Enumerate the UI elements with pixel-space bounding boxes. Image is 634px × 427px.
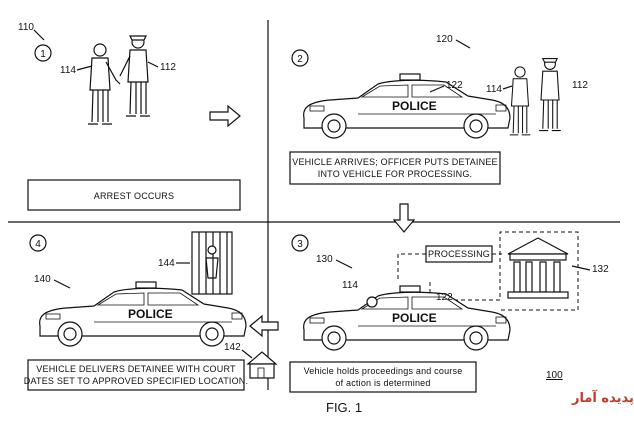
panel-4-step: 4 bbox=[35, 239, 41, 250]
watermark-logo: پدیده آمار bbox=[571, 389, 634, 406]
police-car-2: POLICE bbox=[303, 73, 511, 139]
panel-3-step-circle bbox=[291, 234, 309, 252]
police-car-4: POLICE bbox=[39, 281, 247, 347]
officer-figure bbox=[119, 35, 151, 117]
panel-1-step: 1 bbox=[40, 49, 46, 60]
svg-text:POLICE: POLICE bbox=[128, 307, 173, 321]
processing-link bbox=[397, 253, 426, 282]
jail-icon bbox=[191, 231, 233, 295]
vehicle-ref-2: 122 bbox=[446, 80, 463, 91]
system-ref: 100 bbox=[546, 370, 563, 381]
detainee-ref-3: 114 bbox=[342, 280, 358, 291]
panel-4-ref: 140 bbox=[34, 274, 51, 285]
panel-1: 110 1 114 112 ARREST OCCURS bbox=[18, 22, 241, 211]
panel-1-caption-box bbox=[27, 179, 241, 211]
panel-3-step: 3 bbox=[297, 239, 303, 250]
panel-4: 4 140 144 POLICE 142 VEHICLE DELIVERS DE… bbox=[24, 231, 278, 391]
panel-4-caption-line2: DATES SET TO APPROVED SPECIFIED LOCATION… bbox=[24, 376, 248, 386]
panel-1-ref: 110 bbox=[18, 22, 34, 33]
panel-2-caption-box bbox=[289, 151, 501, 185]
panel-2-caption-line2: INTO VEHICLE FOR PROCESSING. bbox=[318, 169, 472, 179]
panel-3-caption-box bbox=[289, 361, 477, 393]
arrow-3-to-4 bbox=[249, 314, 279, 338]
figure-caption: FIG. 1 bbox=[326, 400, 362, 415]
panel-2: 2 120 POLICE 122 114 112 VEHICLE ARRIVES… bbox=[289, 34, 588, 185]
officer-figure-2 bbox=[538, 58, 562, 132]
svg-text:POLICE: POLICE bbox=[392, 99, 437, 113]
panel-4-caption-box bbox=[27, 359, 245, 391]
panel-3-caption-line2: of action is determined bbox=[335, 378, 430, 388]
panel-3: 3 130 PROCESSING POLICE 114 122 132 Vehi… bbox=[289, 231, 609, 393]
panel-1-caption: ARREST OCCURS bbox=[94, 191, 174, 201]
panel-4-step-circle bbox=[29, 234, 47, 252]
detainee-ref-2: 114 bbox=[486, 84, 502, 95]
jail-ref: 144 bbox=[158, 258, 175, 269]
detainee-figure bbox=[87, 43, 121, 125]
officer-ref-1: 112 bbox=[160, 62, 176, 73]
panel-1-ref-arrow bbox=[33, 29, 45, 41]
panel-1-step-circle bbox=[34, 44, 52, 62]
panel-3-ref: 130 bbox=[316, 254, 333, 265]
panel-3-caption-line1: Vehicle holds proceedings and course bbox=[304, 366, 463, 376]
arrow-2-to-3 bbox=[392, 203, 416, 233]
svg-text:POLICE: POLICE bbox=[392, 311, 437, 325]
processing-label: PROCESSING bbox=[428, 249, 490, 259]
panel-2-step-circle bbox=[291, 49, 309, 67]
panel-2-caption-line1: VEHICLE ARRIVES; OFFICER PUTS DETAINEE bbox=[292, 157, 497, 167]
panel-2-step: 2 bbox=[297, 54, 303, 65]
vehicle-ref-3: 122 bbox=[436, 292, 453, 303]
panel-4-caption-line1: VEHICLE DELIVERS DETAINEE WITH COURT bbox=[36, 364, 236, 374]
officer-ref-2: 112 bbox=[572, 80, 588, 91]
courthouse-icon bbox=[507, 237, 569, 299]
house-ref: 142 bbox=[224, 342, 241, 353]
house-icon bbox=[246, 351, 278, 379]
panel-2-ref: 120 bbox=[436, 34, 453, 45]
police-car-3: POLICE bbox=[303, 285, 511, 351]
detainee-figure-2 bbox=[509, 66, 531, 136]
arrow-1-to-2 bbox=[209, 104, 241, 128]
courthouse-ref: 132 bbox=[592, 264, 609, 275]
detainee-ref-1: 114 bbox=[60, 65, 76, 76]
